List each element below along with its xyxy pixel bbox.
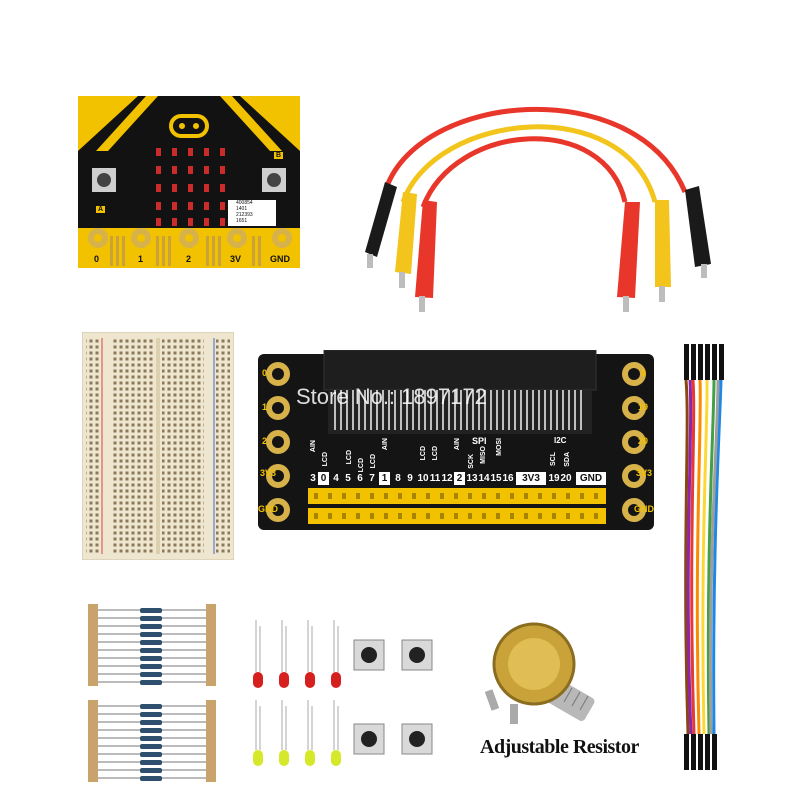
signal-label: SCK xyxy=(468,454,475,469)
microbit-pin-label: 3V xyxy=(230,254,242,264)
pin-number: 4 xyxy=(333,473,339,484)
signal-label: AIN xyxy=(382,438,389,451)
push-buttons xyxy=(352,638,438,758)
signal-label: SCL xyxy=(550,452,557,466)
microbit-board: A B 400854 1401 212393 1651 xyxy=(78,96,300,268)
pin-number: 10 xyxy=(417,473,429,484)
pin-number: 12 xyxy=(441,473,453,484)
edge-left-label: GND xyxy=(258,504,278,514)
chip-line: 400854 xyxy=(236,200,253,206)
alligator-clip-cables xyxy=(355,82,725,322)
signal-label: MISO xyxy=(480,446,487,464)
jumper-wires-graphic xyxy=(684,344,724,770)
signal-label: LCD xyxy=(370,454,377,469)
pin-number: 0 xyxy=(318,472,329,485)
breadboard xyxy=(81,331,235,561)
pin-number: 8 xyxy=(395,473,401,484)
potentiometer-caption: Adjustable Resistor xyxy=(480,736,639,758)
chip-line: 1401 xyxy=(236,206,248,212)
pin-number: 19 xyxy=(548,473,560,484)
spi-label: SPI xyxy=(472,436,487,446)
signal-label: SDA xyxy=(564,452,571,467)
pin-number: 11 xyxy=(429,473,441,484)
pin-number: 13 xyxy=(466,473,478,484)
leds-graphic xyxy=(253,620,341,766)
i2c-label: I2C xyxy=(554,436,567,445)
resistor-strip-graphic xyxy=(88,700,216,782)
pin-number: GND xyxy=(576,472,606,485)
pin-number: 3 xyxy=(310,473,316,484)
microbit-pin-label: 0 xyxy=(94,254,100,264)
signal-label: LCD xyxy=(322,452,329,467)
button-b-label: B xyxy=(274,152,284,159)
store-watermark: Store No.: 1897172 xyxy=(296,384,487,409)
signal-label: AIN xyxy=(310,440,317,453)
breadboard-graphic xyxy=(81,331,235,561)
resistor-strip-bottom xyxy=(88,700,216,782)
edge-right-label: 8 xyxy=(641,368,647,378)
pin-number: 6 xyxy=(357,473,363,484)
jumper-wires xyxy=(678,344,728,774)
edge-right-label: GND xyxy=(634,504,654,514)
edge-left-label: 1 xyxy=(262,402,268,412)
edge-left-label: 0 xyxy=(262,368,268,378)
pin-number: 2 xyxy=(454,472,465,485)
signal-label: LCD xyxy=(432,446,439,461)
pin-number: 1 xyxy=(379,472,390,485)
pin-number: 7 xyxy=(369,473,375,484)
potentiometer-graphic xyxy=(484,622,595,724)
potentiometer xyxy=(484,620,614,730)
signal-label: AIN xyxy=(454,438,461,451)
edge-right-label: 3V3 xyxy=(636,468,653,478)
microbit-pin-label: 1 xyxy=(138,254,144,264)
chip-label: 400854 1401 212393 1651 xyxy=(236,200,253,224)
resistor-strip-top xyxy=(88,604,216,686)
signal-label: MOSI xyxy=(496,438,503,456)
resistor-strip-graphic xyxy=(88,604,216,686)
pin-number: 5 xyxy=(345,473,351,484)
microbit-pin-label: 2 xyxy=(186,254,192,264)
edge-board-graphic xyxy=(258,349,654,530)
pin-number: 15 xyxy=(490,473,502,484)
edge-left-label: 3V3 xyxy=(260,468,277,478)
edge-breakout-board xyxy=(258,349,654,532)
chip-line: 1651 xyxy=(236,218,248,224)
microbit-board-graphic xyxy=(78,96,300,268)
edge-right-label: 20 xyxy=(638,436,649,446)
chip-line: 212393 xyxy=(236,212,253,218)
microbit-pin-label: GND xyxy=(270,254,290,264)
signal-label: LCD xyxy=(358,458,365,473)
alligator-clips-graphic xyxy=(365,107,711,312)
pin-number: 9 xyxy=(407,473,413,484)
pin-number: 3V3 xyxy=(516,472,546,485)
signal-label: LCD xyxy=(420,446,427,461)
edge-left-label: 2 xyxy=(262,436,268,446)
led-set xyxy=(246,616,346,776)
pin-number: 14 xyxy=(478,473,490,484)
push-buttons-graphic xyxy=(353,639,433,755)
button-a-label: A xyxy=(96,206,106,213)
signal-label: LCD xyxy=(346,450,353,465)
pin-number: 20 xyxy=(560,473,572,484)
pin-number: 16 xyxy=(502,473,514,484)
edge-right-label: 19 xyxy=(638,402,649,412)
